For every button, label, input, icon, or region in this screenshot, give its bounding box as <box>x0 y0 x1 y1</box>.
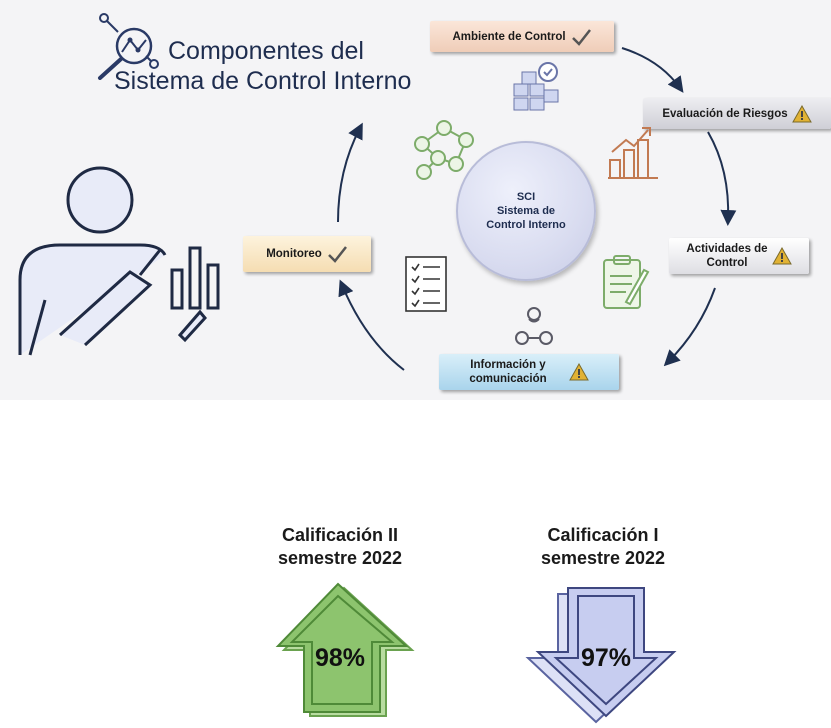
warning-icon <box>771 247 792 265</box>
person-analyst-icon <box>18 166 220 356</box>
cycle-arrows <box>337 47 737 371</box>
component-evaluacion-label: Evaluación de Riesgos <box>662 107 788 120</box>
score-ii-value: 98% <box>314 644 366 672</box>
clipboard-pencil-icon <box>603 255 650 309</box>
checkmark-icon <box>327 246 347 263</box>
warning-icon <box>568 363 589 381</box>
component-evaluacion-de-riesgos[interactable]: Evaluación de Riesgos <box>643 98 831 129</box>
component-monitoreo-label: Monitoreo <box>266 248 322 260</box>
arrow-up-icon <box>275 582 415 717</box>
arrow-down-icon <box>525 587 677 724</box>
magnifier-network-icon <box>98 13 159 80</box>
sci-center-circle: SCI Sistema de Control Interno <box>456 141 596 281</box>
growth-chart-icon <box>608 127 658 179</box>
component-ambiente-label: Ambiente de Control <box>452 30 566 43</box>
network-people-icon <box>414 120 474 180</box>
boxes-check-icon <box>513 62 559 111</box>
checkmark-icon <box>571 28 591 46</box>
people-connection-icon <box>515 307 553 345</box>
component-ambiente-de-control[interactable]: Ambiente de Control <box>430 21 614 52</box>
page-title: Componentes del Sistema de Control Inter… <box>114 37 412 95</box>
checklist-icon <box>405 256 447 312</box>
score-i-value: 97% <box>580 644 632 672</box>
warning-icon <box>791 104 812 122</box>
component-monitoreo[interactable]: Monitoreo <box>243 236 371 272</box>
